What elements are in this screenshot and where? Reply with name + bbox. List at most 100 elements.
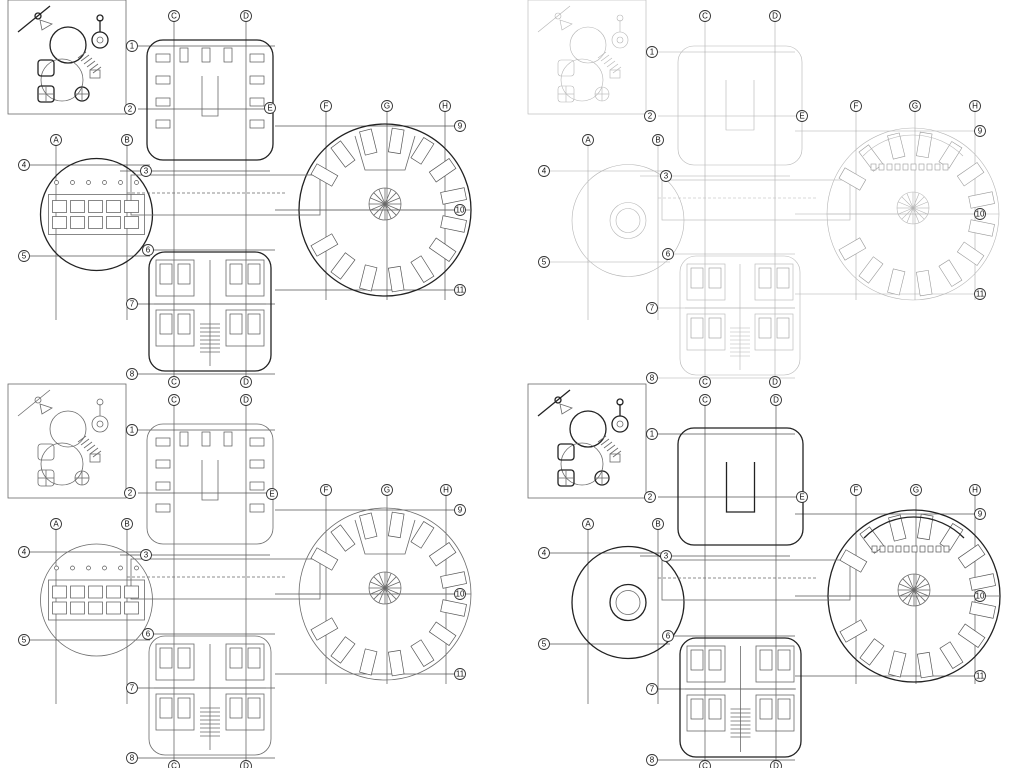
svg-text:1: 1	[650, 430, 655, 439]
grid-bubble-H: H	[969, 100, 981, 112]
grid-bubble-3: 3	[140, 549, 152, 561]
svg-text:C: C	[171, 396, 177, 405]
grid-bubble-9: 9	[974, 125, 986, 137]
key-plan-inset	[7, 383, 127, 499]
structural-grid	[30, 20, 455, 378]
east-round-ward	[827, 131, 999, 297]
svg-text:5: 5	[22, 636, 27, 645]
grid-bubble-2: 2	[644, 491, 656, 503]
svg-text:F: F	[324, 102, 329, 111]
grid-bubble-6: 6	[662, 248, 674, 260]
grid-bubble-10: 10	[974, 208, 986, 220]
north-wing-beds	[155, 47, 265, 129]
svg-text:7: 7	[130, 684, 135, 693]
grid-bubble-10: 10	[974, 590, 986, 602]
svg-text:9: 9	[978, 127, 983, 136]
svg-text:2: 2	[128, 489, 133, 498]
svg-text:A: A	[53, 136, 59, 145]
svg-text:H: H	[442, 102, 448, 111]
svg-text:C: C	[702, 12, 708, 21]
grid-bubble-E: E	[266, 488, 278, 500]
grid-bubble-E: E	[796, 491, 808, 503]
south-wing-rooms	[154, 643, 266, 750]
svg-text:8: 8	[130, 370, 135, 379]
svg-text:6: 6	[666, 632, 671, 641]
grid-bubble-F: F	[320, 484, 332, 496]
svg-text:4: 4	[542, 167, 547, 176]
svg-text:G: G	[384, 486, 390, 495]
grid-bubble-E: E	[796, 110, 808, 122]
svg-text:4: 4	[22, 548, 27, 557]
east-round-ward	[299, 511, 471, 677]
grid-bubble-10: 10	[454, 588, 466, 600]
west-round-room	[609, 202, 647, 239]
svg-text:D: D	[773, 762, 779, 768]
svg-text:C: C	[171, 12, 177, 21]
grid-bubble-E: E	[264, 102, 276, 114]
svg-text:2: 2	[128, 105, 133, 114]
grid-bubble-5: 5	[538, 638, 550, 650]
grid-bubble-4: 4	[538, 165, 550, 177]
grid-bubble-H: H	[439, 100, 451, 112]
svg-text:G: G	[913, 486, 919, 495]
grid-bubble-3: 3	[140, 165, 152, 177]
grid-bubble-D-bottom: D	[769, 376, 781, 388]
svg-text:C: C	[702, 378, 708, 387]
grid-bubble-1: 1	[646, 428, 658, 440]
svg-text:7: 7	[650, 304, 655, 313]
grid-bubble-7: 7	[126, 298, 138, 310]
svg-text:2: 2	[648, 112, 653, 121]
grid-bubble-7: 7	[126, 682, 138, 694]
svg-text:A: A	[53, 520, 59, 529]
north-wing-beds	[725, 80, 755, 131]
svg-text:10: 10	[456, 590, 465, 599]
svg-text:B: B	[124, 136, 129, 145]
grid-bubble-C: C	[699, 10, 711, 22]
svg-text:H: H	[443, 486, 449, 495]
svg-text:11: 11	[456, 670, 465, 679]
grid-bubble-3: 3	[660, 170, 672, 182]
svg-text:A: A	[585, 136, 591, 145]
grid-bubble-B: B	[121, 518, 133, 530]
svg-text:E: E	[267, 104, 272, 113]
svg-text:D: D	[243, 378, 249, 387]
grid-bubble-H: H	[440, 484, 452, 496]
grid-bubble-F: F	[850, 100, 862, 112]
svg-text:4: 4	[542, 549, 547, 558]
grid-bubble-5: 5	[538, 256, 550, 268]
svg-text:3: 3	[144, 167, 149, 176]
svg-text:8: 8	[130, 754, 135, 763]
svg-text:6: 6	[146, 246, 151, 255]
svg-text:B: B	[655, 136, 660, 145]
svg-text:2: 2	[648, 493, 653, 502]
svg-text:G: G	[912, 102, 918, 111]
svg-text:D: D	[243, 12, 249, 21]
svg-text:8: 8	[650, 756, 655, 765]
grid-bubble-1: 1	[646, 46, 658, 58]
svg-text:3: 3	[664, 552, 669, 561]
west-round-room	[48, 565, 145, 621]
grid-bubble-C-bottom: C	[168, 376, 180, 388]
grid-bubble-1: 1	[126, 424, 138, 436]
grid-bubble-7: 7	[646, 302, 658, 314]
grid-bubble-G: G	[381, 484, 393, 496]
svg-text:10: 10	[976, 210, 985, 219]
grid-bubble-9: 9	[454, 120, 466, 132]
grid-bubble-8: 8	[126, 368, 138, 380]
grid-bubble-H: H	[969, 484, 981, 496]
grid-bubble-B: B	[652, 134, 664, 146]
svg-text:B: B	[124, 520, 129, 529]
svg-text:6: 6	[666, 250, 671, 259]
svg-text:4: 4	[22, 161, 27, 170]
grid-bubble-D: D	[240, 394, 252, 406]
grid-bubble-10: 10	[454, 204, 466, 216]
structural-grid	[30, 404, 455, 762]
grid-bubble-C-bottom: C	[699, 376, 711, 388]
grid-bubble-5: 5	[18, 634, 30, 646]
west-round-room	[609, 583, 647, 622]
svg-text:9: 9	[458, 506, 463, 515]
grid-bubble-2: 2	[644, 110, 656, 122]
